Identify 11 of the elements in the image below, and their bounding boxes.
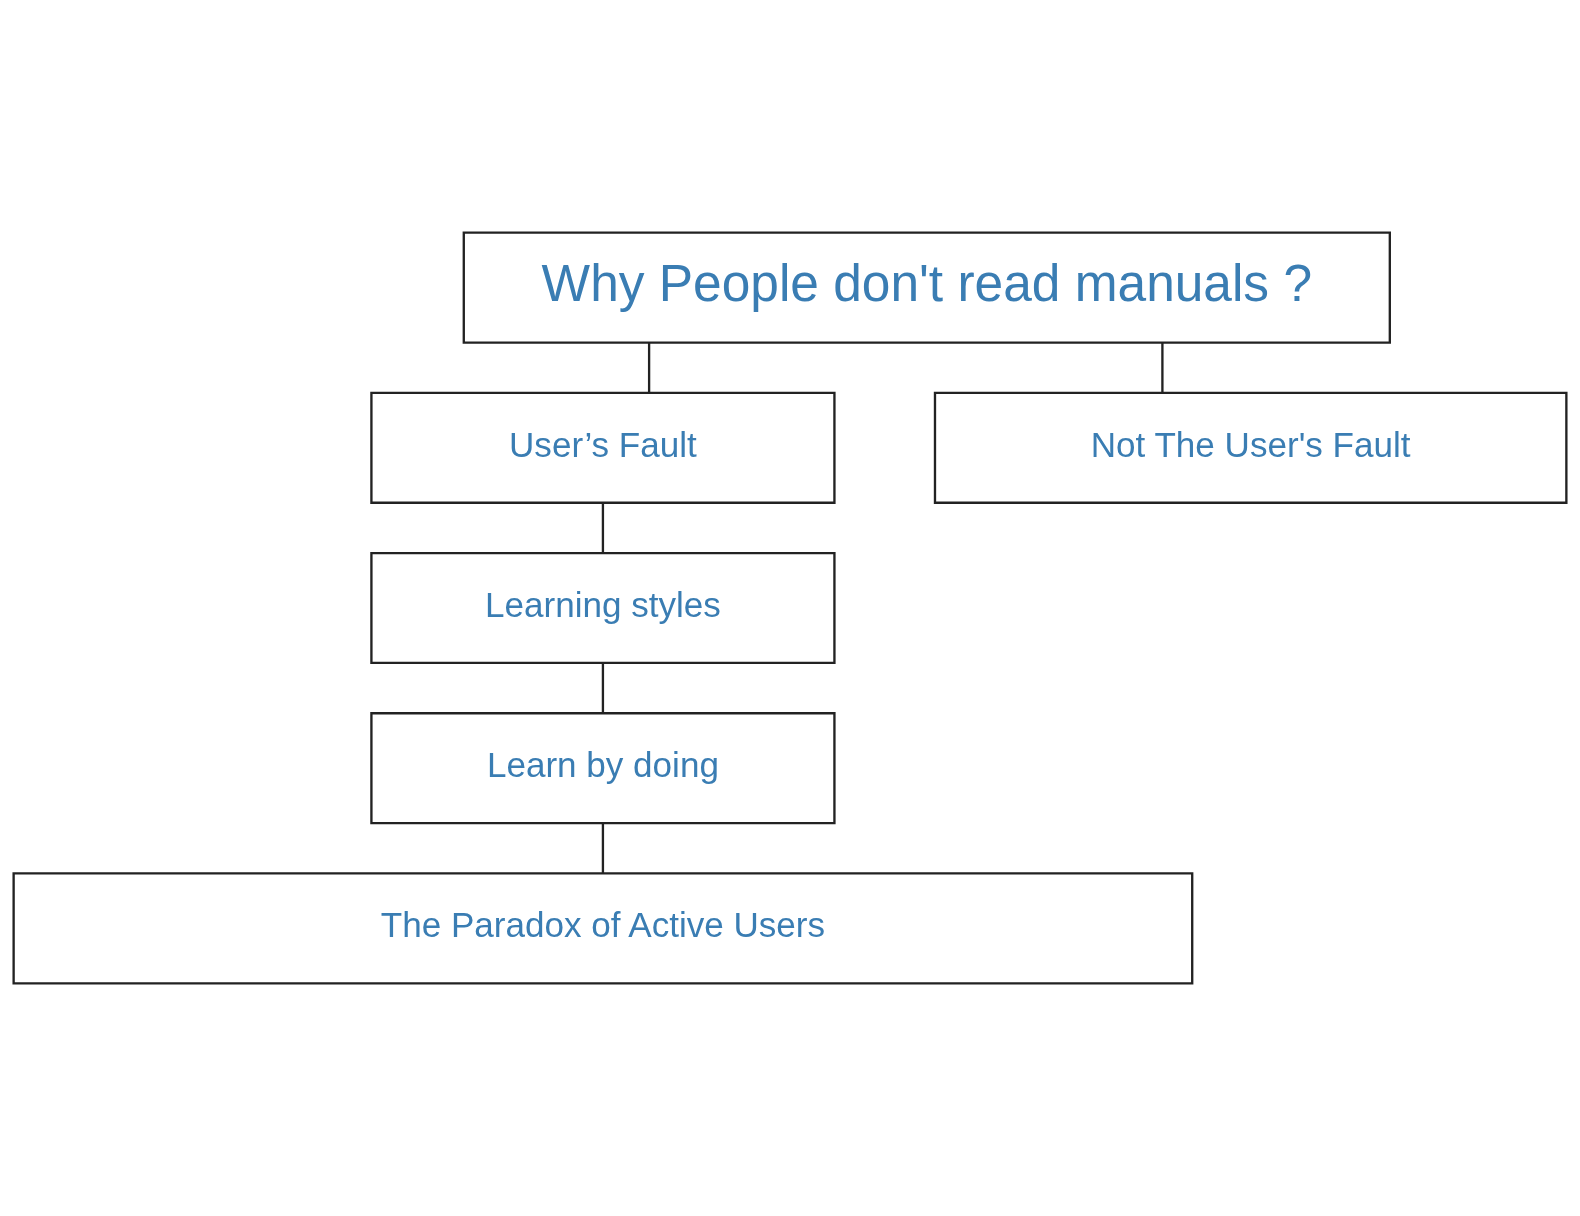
connector <box>601 502 605 553</box>
connector <box>601 663 605 713</box>
node-box: The Paradox of Active Users <box>12 872 1194 985</box>
node-box: Not The User's Fault <box>933 391 1568 504</box>
connector <box>601 823 605 874</box>
connector <box>647 342 651 393</box>
node-box: Learning styles <box>370 551 836 665</box>
connector <box>1161 342 1164 393</box>
node-box: Why People don't read manuals ? <box>462 231 1391 344</box>
node-box: Learn by doing <box>370 712 836 825</box>
node-box: User’s Fault <box>370 391 836 504</box>
